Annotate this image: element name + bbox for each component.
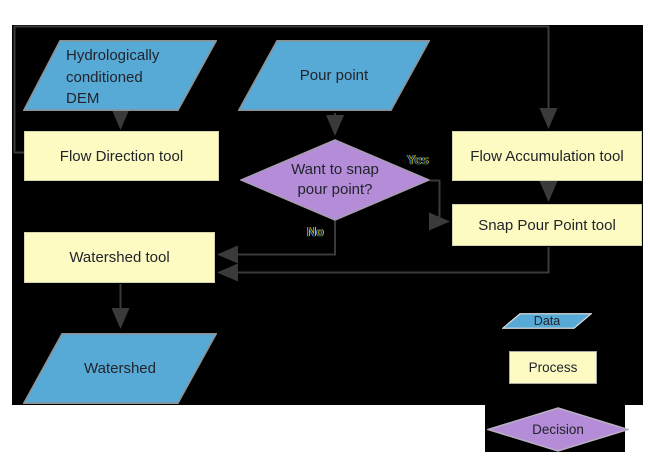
legend-decision-label: Decision	[532, 422, 584, 437]
node-decision-label: Want to snap pour point?	[291, 161, 379, 198]
data-parallelogram-shape	[238, 40, 430, 111]
node-watershed-output: Watershed	[23, 333, 217, 404]
node-watershed-tool: Watershed tool	[24, 232, 215, 283]
data-parallelogram-shape	[23, 333, 217, 404]
node-flow-accumulation-tool: Flow Accumulation tool	[452, 131, 642, 181]
node-flow-direction-tool: Flow Direction tool	[24, 131, 219, 181]
legend-decision-diamond-shape	[487, 407, 629, 452]
legend-data-parallelogram-shape	[502, 313, 592, 329]
node-watershed-output-label: Watershed	[84, 360, 156, 377]
node-pour-point-label: Pour point	[299, 67, 369, 84]
edge-label-no: No	[307, 225, 324, 239]
legend-decision: Decision	[487, 407, 629, 452]
node-snap-pour-point-tool: Snap Pour Point tool	[452, 204, 642, 246]
edge-label-yes: Yes	[407, 153, 429, 167]
node-dem-label: Hydrologically conditioned DEM	[66, 47, 160, 107]
decision-diamond-shape	[240, 139, 430, 221]
legend-data: Data	[502, 313, 592, 329]
node-dem: Hydrologically conditioned DEM	[23, 40, 217, 111]
legend-data-label: Data	[533, 314, 561, 328]
node-pour-point: Pour point	[238, 40, 430, 111]
legend-process: Process	[509, 351, 597, 384]
node-decision-want-to-snap: Want to snap pour point?	[240, 139, 430, 221]
data-parallelogram-shape	[23, 40, 217, 111]
